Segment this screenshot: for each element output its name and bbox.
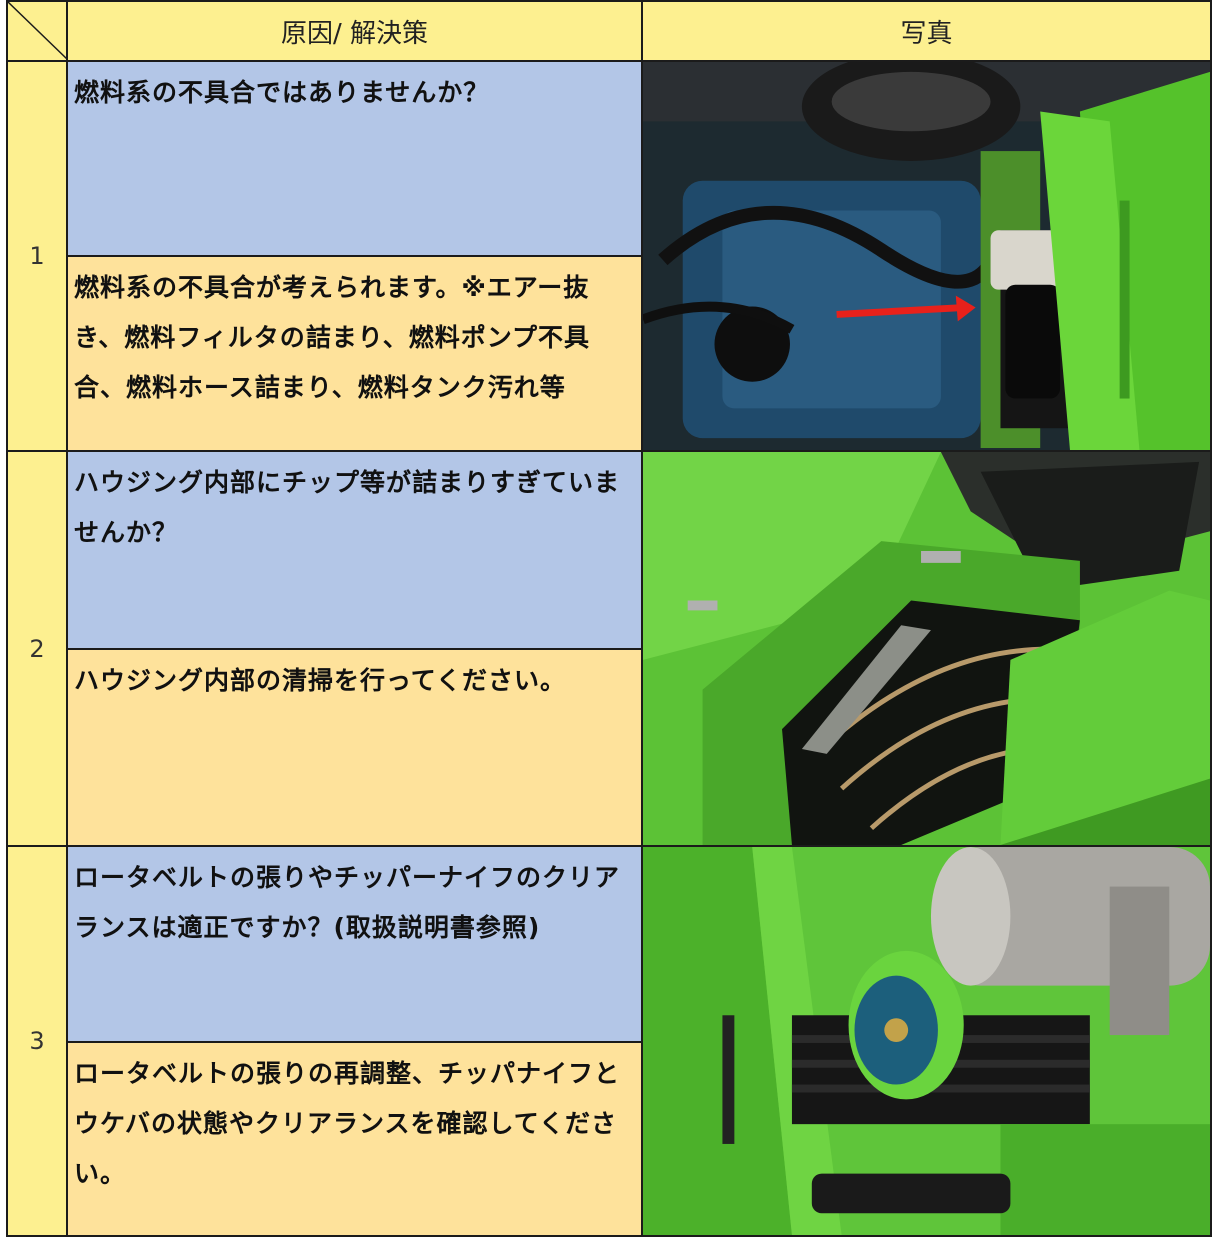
diagonal-line [8, 2, 68, 61]
solution-text: ハウジング内部の清掃を行ってください。 [66, 648, 643, 847]
engine-fuel-filter-photo [641, 60, 1212, 452]
housing-interior-photo [641, 450, 1212, 847]
rotor-belt-photo [641, 845, 1212, 1237]
header-photo: 写真 [641, 0, 1212, 62]
cause-text: ロータベルトの張りやチッパーナイフのクリアランスは適正ですか？(取扱説明書参照) [66, 845, 643, 1043]
row-number: 1 [6, 60, 68, 452]
solution-text: ロータベルトの張りの再調整、チッパナイフとウケバの状態やクリアランスを確認してく… [66, 1041, 643, 1237]
cause-text: ハウジング内部にチップ等が詰まりすぎていませんか？ [66, 450, 643, 650]
row-number: 2 [6, 450, 68, 847]
row-number: 3 [6, 845, 68, 1237]
cause-text: 燃料系の不具合ではありませんか？ [66, 60, 643, 257]
corner-diagonal-cell [6, 0, 68, 62]
solution-text: 燃料系の不具合が考えられます。※エアー抜き、燃料フィルタの詰まり、燃料ポンプ不具… [66, 255, 643, 452]
header-cause-solution: 原因/ 解決策 [66, 0, 643, 62]
